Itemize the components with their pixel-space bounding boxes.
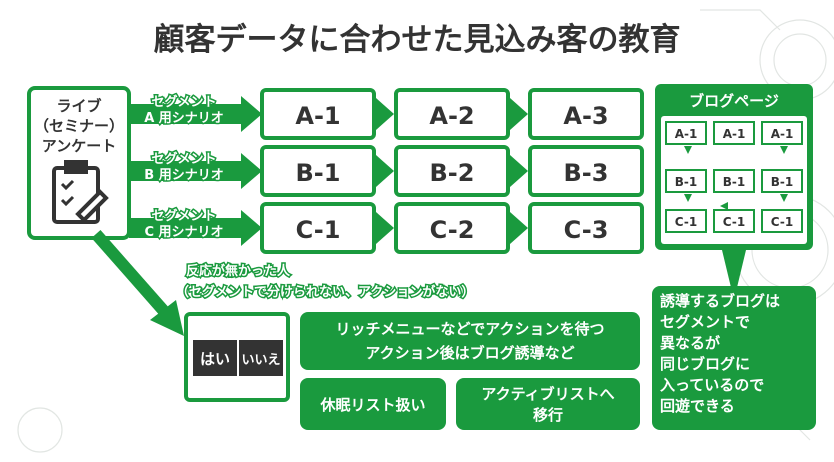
- diagram-title: 顧客データに合わせた見込み客の教育: [154, 22, 681, 58]
- active-line-1: アクティブリストへ: [481, 385, 614, 403]
- blog-grid-label: C-1: [675, 215, 697, 229]
- blog-grid-cell: [761, 121, 803, 145]
- step-arrow: [376, 155, 394, 187]
- blog-grid: A-1 A-1 A-1B-1 B-1 B-1C-1 C-1 C-1: [665, 121, 803, 233]
- segment-connector: [129, 161, 241, 181]
- step-label: C-3: [564, 216, 609, 244]
- step-label: C-2: [430, 216, 475, 244]
- step-box: [528, 202, 644, 254]
- blog-grid-cell: [713, 169, 755, 193]
- no-button-label: いいえ: [241, 353, 280, 368]
- segment-label-line: A 用シナリオ: [144, 111, 224, 126]
- segment-label-line: B 用シナリオ: [144, 168, 223, 183]
- blog-note-box: [652, 286, 816, 430]
- step-box: [394, 88, 510, 140]
- blog-note-line: 入っているので: [660, 376, 764, 394]
- blog-page-title: ブログページ: [689, 92, 779, 110]
- segment-arrowhead: [241, 96, 262, 132]
- blog-grid-label: A-1: [723, 127, 746, 141]
- segment-arrowhead: [241, 210, 262, 246]
- dormant-box: [300, 378, 446, 430]
- step-arrow: [510, 98, 528, 130]
- step-box: [260, 88, 376, 140]
- yes-button: [193, 340, 237, 376]
- step-arrow: [510, 155, 528, 187]
- step-arrow: [510, 212, 528, 244]
- rich-menu-line-1: リッチメニューなどでアクションを待つ: [336, 320, 605, 338]
- no-reaction-subtitle: （セグメントで分けられない、アクションがない）: [176, 284, 474, 300]
- blog-note-line: 異なるが: [660, 334, 721, 352]
- blog-grid-cell: [665, 169, 707, 193]
- segment-label-line: セグメント: [151, 151, 216, 167]
- blog-note-line: 回遊できる: [660, 397, 735, 415]
- segment-arrowhead: [241, 153, 262, 189]
- step-box: [394, 202, 510, 254]
- blog-grid-cell: [713, 209, 755, 233]
- source-label-line-3: アンケート: [42, 137, 116, 155]
- blog-note-line: 誘導するブログは: [660, 292, 780, 310]
- step-arrow: [376, 98, 394, 130]
- blog-note-connector: [722, 250, 746, 300]
- step-label: A-3: [563, 102, 608, 130]
- step-label: B-3: [564, 159, 609, 187]
- segment-label-line: セグメント: [151, 94, 216, 110]
- blog-grid-label: A-1: [771, 127, 794, 141]
- active-line-2: 移行: [533, 406, 563, 424]
- rich-menu-line-2: アクション後はブログ誘導など: [365, 344, 574, 362]
- step-arrow: [376, 212, 394, 244]
- dormant-label: 休眠リスト扱い: [319, 396, 425, 414]
- source-label-line-2: （セミナー）: [34, 117, 124, 135]
- step-label: A-2: [429, 102, 474, 130]
- blog-cycle-arrows: [684, 146, 788, 210]
- step-box: [394, 145, 510, 197]
- blog-note-line: セグメントで: [660, 313, 750, 331]
- step-label: B-1: [296, 159, 341, 187]
- blog-grid-label: B-1: [723, 175, 745, 189]
- step-box: [528, 88, 644, 140]
- blog-grid-cell: [665, 121, 707, 145]
- blog-grid-cell: [665, 209, 707, 233]
- segment-connector: [129, 218, 241, 238]
- blog-grid-label: A-1: [675, 127, 698, 141]
- step-label: B-2: [430, 159, 475, 187]
- step-label: A-1: [295, 102, 340, 130]
- blog-grid-label: C-1: [723, 215, 745, 229]
- yes-button-label: はい: [200, 350, 230, 368]
- step-box: [528, 145, 644, 197]
- step-box: [260, 145, 376, 197]
- step-box: [260, 202, 376, 254]
- blog-note-line: 同じブログに: [660, 355, 750, 373]
- segment-connector: [129, 104, 241, 124]
- source-label-line-1: ライブ: [56, 97, 101, 115]
- blog-grid-cell: [761, 209, 803, 233]
- segment-label-line: C 用シナリオ: [144, 225, 223, 240]
- active-box: [456, 378, 640, 430]
- no-reaction-title: 反応が無かった人: [186, 263, 291, 279]
- blog-grid-label: C-1: [771, 215, 793, 229]
- blog-grid-cell: [713, 121, 755, 145]
- clipboard-check-icon: [52, 160, 109, 224]
- arrow-to-no-reaction: [91, 230, 184, 336]
- blog-grid-cell: [761, 169, 803, 193]
- rich-menu-box: [300, 312, 640, 370]
- segment-label-line: セグメント: [151, 208, 216, 224]
- no-button: [239, 340, 283, 376]
- blog-grid-label: B-1: [675, 175, 697, 189]
- blog-grid-label: B-1: [771, 175, 793, 189]
- step-label: C-1: [296, 216, 341, 244]
